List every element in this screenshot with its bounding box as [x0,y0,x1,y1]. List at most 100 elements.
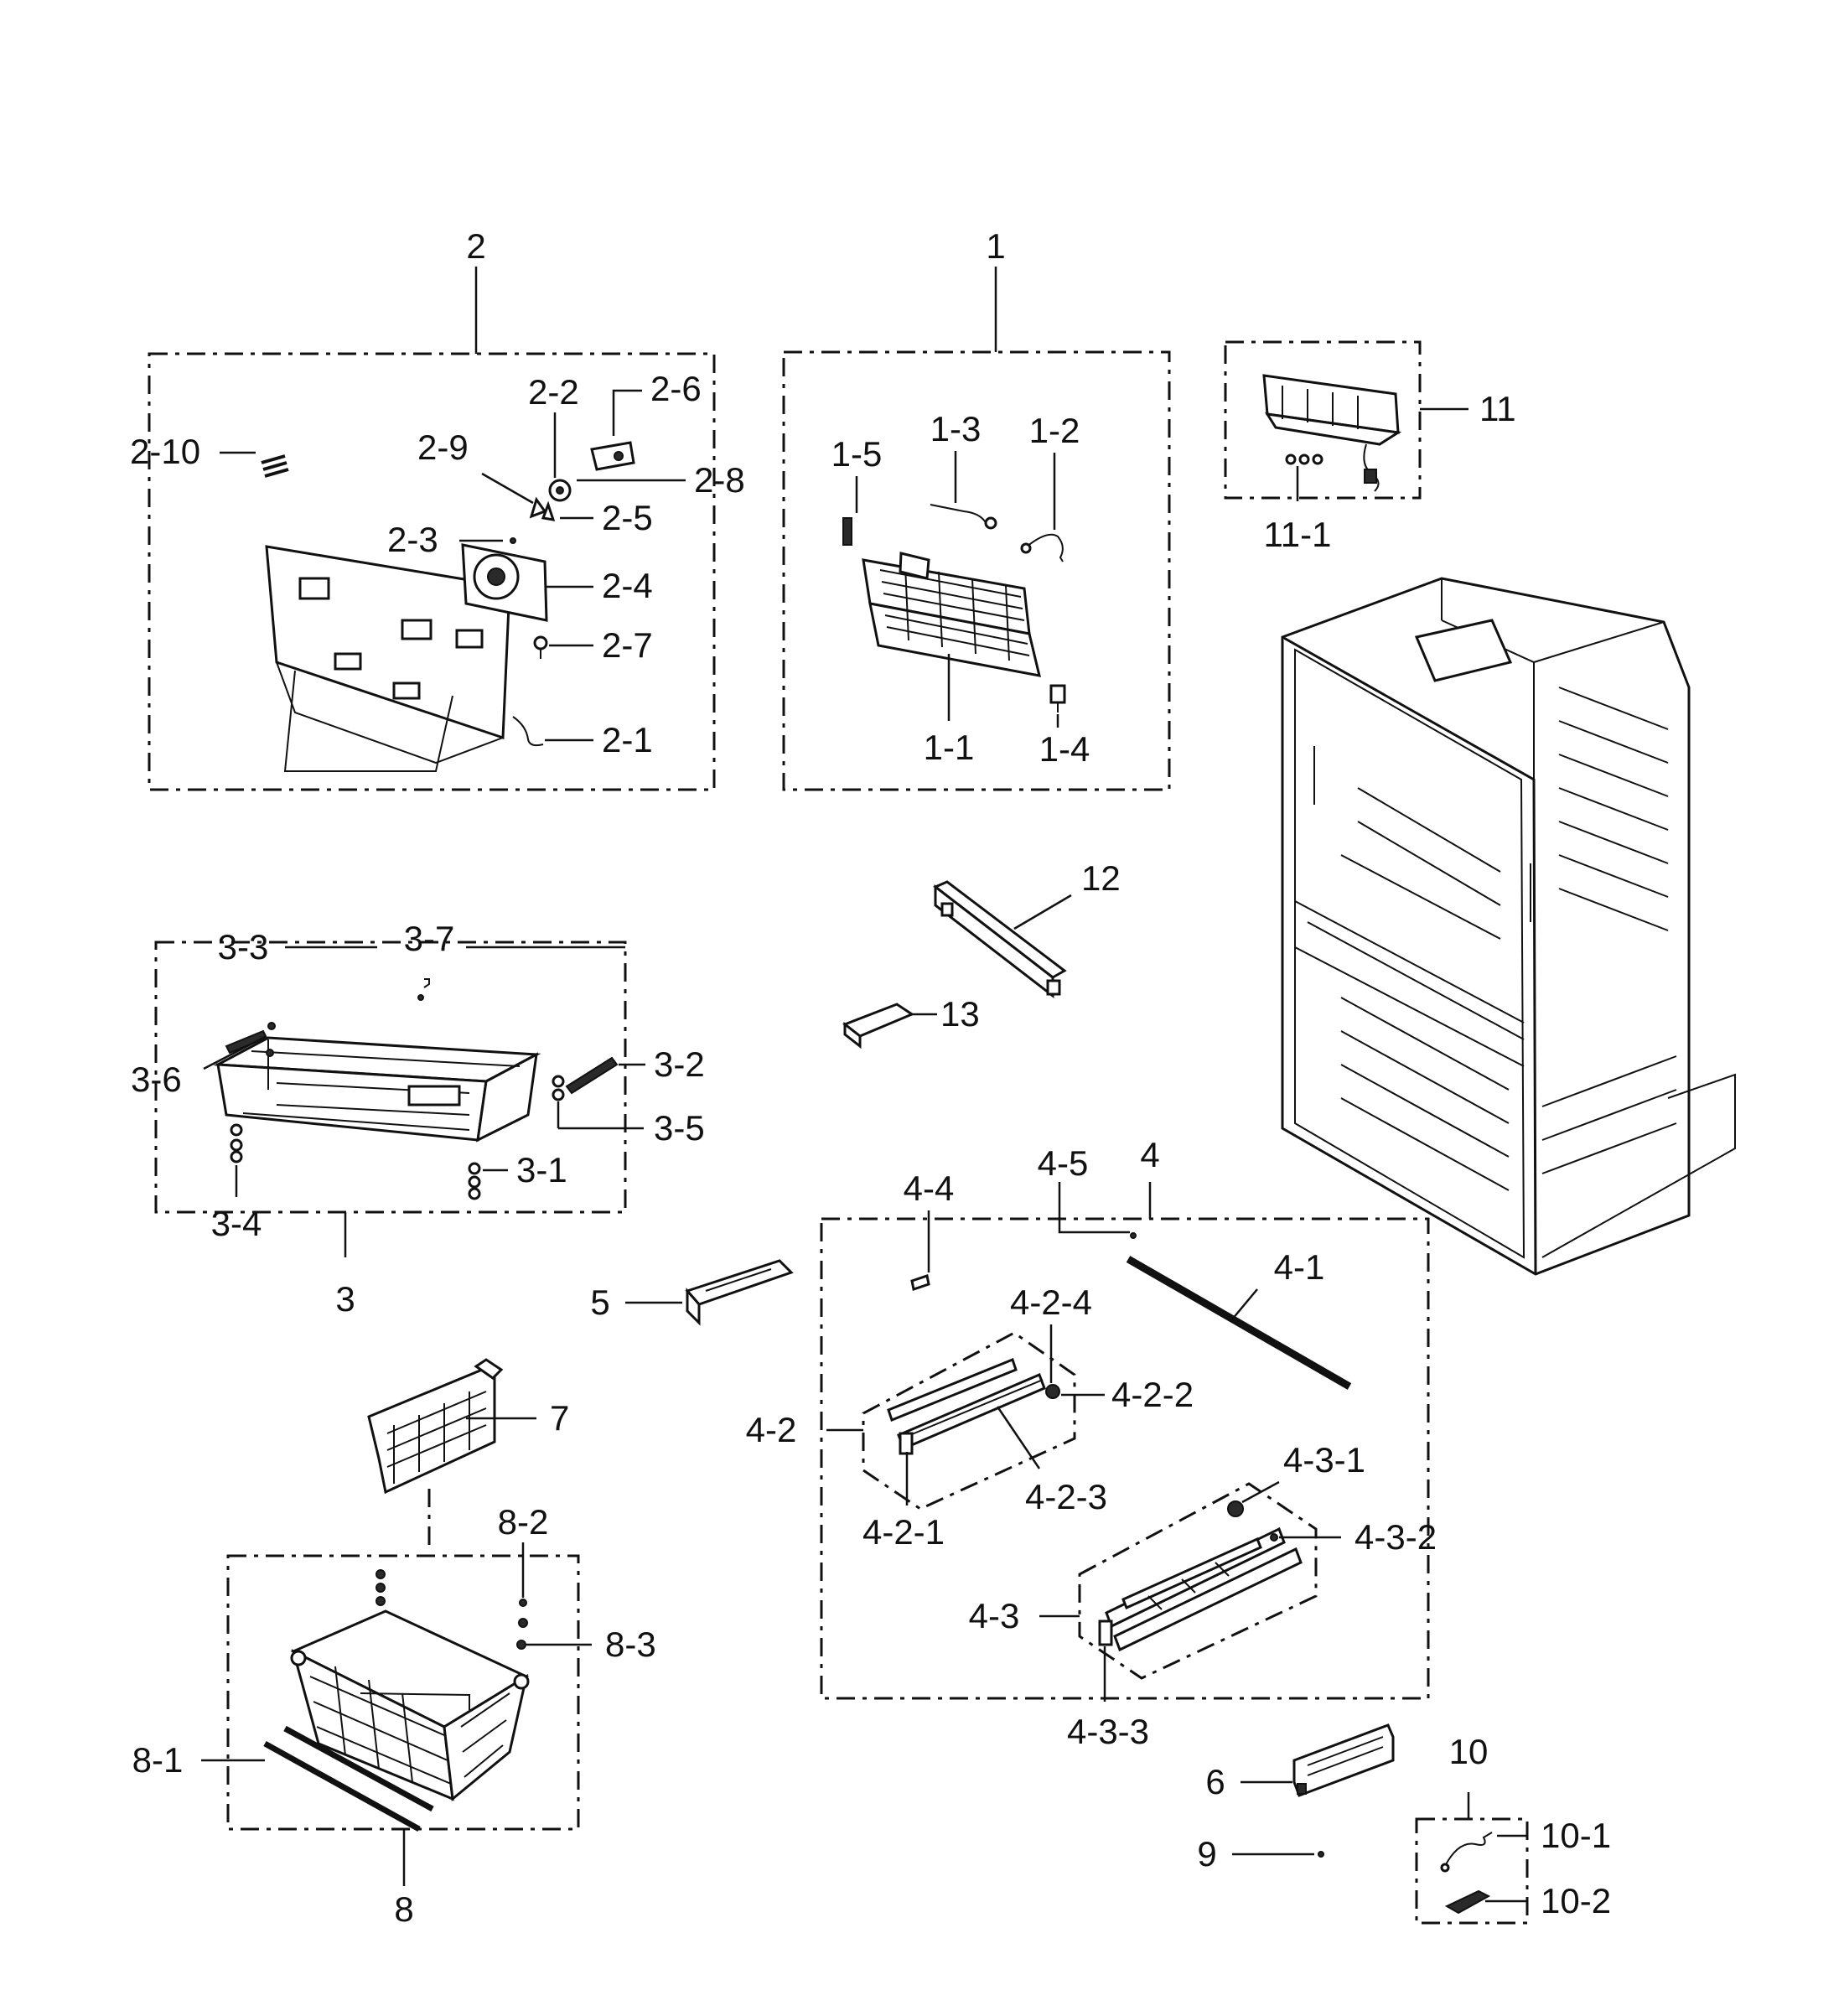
part-9 [1318,1851,1324,1858]
callout-13: 13 [940,994,980,1034]
part-1-5 [842,517,852,546]
callout-4: 4 [1140,1135,1159,1174]
part-5-rail [685,1259,794,1326]
part-3-1-roller [468,1162,481,1200]
part-3-7 [423,978,430,988]
callout-10: 10 [1449,1732,1489,1771]
group-3: 3 3-3 3-7 3-6 3-2 3- [131,919,705,1319]
callout-2-1: 2-1 [602,720,653,759]
part-2-6-bracket [590,441,635,471]
group-2: 2 2-10 2-4 2-3 [130,226,745,791]
callout-1-2: 1-2 [1029,411,1080,450]
callout-2-3: 2-3 [387,520,438,559]
callout-4-2-2: 4-2-2 [1111,1375,1194,1414]
part-7-divider [367,1358,504,1495]
part-cabinet [1281,577,1736,1276]
group-1-box [782,350,1171,791]
callout-3: 3 [335,1279,355,1319]
part-4-4 [910,1274,930,1291]
callout-2-6: 2-6 [650,369,702,408]
callout-3-3: 3-3 [218,927,269,967]
callout-12: 12 [1081,858,1121,898]
callout-4-3-2: 4-3-2 [1355,1517,1437,1557]
callout-11-1: 11-1 [1264,515,1332,554]
callout-8: 8 [394,1889,413,1929]
part-freezer-drawer [213,1036,541,1143]
part-6-cover [1292,1723,1395,1797]
callout-2-5: 2-5 [602,498,653,537]
callout-4-3-1: 4-3-1 [1283,1440,1365,1480]
callout-4-2-4: 4-2-4 [1010,1283,1092,1322]
group-3-box [154,941,627,1214]
callout-2-8: 2-8 [694,460,745,500]
part-4-1-bar [1126,1256,1352,1390]
callout-5: 5 [590,1283,609,1322]
part-2-9-fan-blade [529,496,556,521]
part-1-1-evaporator [862,552,1041,677]
callout-1-3: 1-3 [930,409,982,448]
callout-4-5: 4-5 [1038,1143,1089,1183]
part-8-1-rails [263,1725,434,1832]
group-2-box [148,352,716,791]
part-11-1-screws [1285,453,1323,465]
callout-3-4: 3-4 [211,1204,262,1243]
callout-2-7: 2-7 [602,625,653,665]
callout-4-2: 4-2 [746,1410,797,1449]
part-2-7-screw [533,635,548,659]
part-3-2-slide [565,1056,619,1095]
part-13-pad [842,1003,915,1049]
callout-11: 11 [1479,389,1516,428]
group-4-box [820,1217,1430,1700]
part-10-1-wire [1444,1832,1493,1867]
callout-4-2-1: 4-2-1 [862,1512,945,1552]
callout-4-3: 4-3 [969,1596,1020,1635]
callout-10-2: 10-2 [1541,1881,1611,1920]
part-11-ice-maker [1262,374,1402,492]
group-4-2-box [862,1331,1076,1511]
callout-6: 6 [1205,1762,1225,1801]
callout-4-2-3: 4-2-3 [1025,1477,1107,1516]
group-10: 10 10-1 10-2 [1415,1732,1611,1925]
callout-8-2: 8-2 [498,1502,549,1542]
group-1: 1 1-1 1-5 1-3 1-2 1-4 [782,226,1171,791]
part-3-3-slide [225,1029,268,1055]
callout-4-3-3: 4-3-3 [1067,1712,1149,1751]
callout-8-3: 8-3 [605,1625,656,1664]
group-10-box [1415,1817,1529,1925]
part-12-cover [933,880,1067,999]
callout-3-2: 3-2 [654,1044,705,1084]
part-4-2-2 [1045,1384,1060,1399]
part-1-4-fuse [1049,684,1066,713]
callout-2-10: 2-10 [130,432,200,471]
callout-2: 2 [466,226,485,266]
part-4-3-1 [1227,1500,1244,1517]
callout-8-1: 8-1 [132,1740,184,1780]
part-2-10 [261,454,289,478]
callout-1-4: 1-4 [1039,729,1090,769]
callout-1: 1 [986,226,1005,266]
part-3-4-roller [230,1123,243,1163]
callout-2-9: 2-9 [417,428,469,467]
part-2-1-wire [512,716,544,747]
part-10-2-harness [1444,1889,1491,1915]
callout-10-1: 10-1 [1541,1816,1611,1855]
group-8: 8 8-2 8-3 8-1 [132,1502,656,1929]
group-4-3-box [1078,1482,1318,1680]
callout-4-1: 4-1 [1274,1247,1325,1287]
group-4: 4 4-5 4-4 4-1 4-2 4-2-2 4-2-4 4-2-1 4 [746,1135,1437,1751]
callout-3-5: 3-5 [654,1108,705,1148]
callout-3-6: 3-6 [131,1060,182,1099]
part-8-2-rollers [376,1569,528,1650]
callout-3-1: 3-1 [516,1150,567,1189]
callout-7: 7 [550,1398,569,1438]
part-1-3-heater [930,504,990,524]
callout-1-5: 1-5 [831,434,883,474]
callout-9: 9 [1197,1834,1216,1873]
part-4-3-2 [1270,1533,1278,1542]
part-4-2-rail [887,1358,1046,1455]
callout-2-4: 2-4 [602,566,653,605]
callout-1-1: 1-1 [924,728,975,767]
part-2-4-fan-housing [461,543,548,622]
